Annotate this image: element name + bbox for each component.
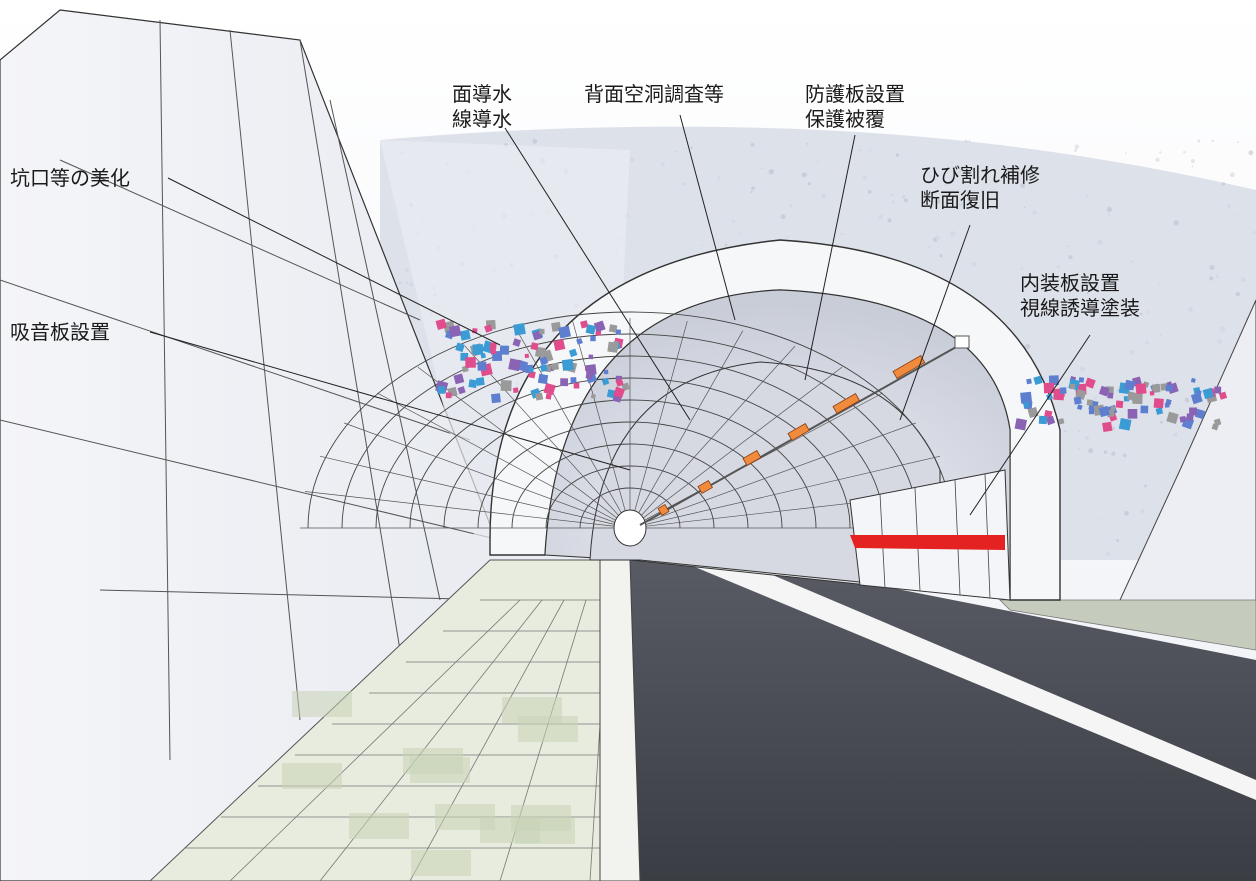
left-sidewalk: [149, 559, 621, 881]
leader-sound-absorb: [149, 331, 631, 471]
ceiling-lamps: [639, 335, 970, 526]
road-surface: [620, 540, 1256, 881]
label-sound-absorb: 吸音板設置: [10, 320, 110, 344]
leader-portal-beautify: [167, 177, 501, 346]
leader-crack: [899, 224, 971, 421]
label-cavity: 背面空洞調査等: [584, 82, 724, 106]
sound-absorbing-panels: [300, 311, 960, 529]
right-sidewalk: [999, 599, 1256, 651]
sidewalk-tiles: [184, 599, 615, 881]
label-drainage: 面導水 線導水: [452, 82, 512, 131]
leader-protect: [804, 134, 856, 381]
leader-interior: [969, 334, 1091, 516]
label-protect: 防護板設置 保護被覆: [805, 82, 905, 131]
portal-mosaic-left: [435, 318, 630, 404]
leader-lines: [149, 114, 1091, 516]
leader-drainage: [504, 127, 691, 421]
portal-mosaic-right: [1014, 375, 1228, 432]
left-wall-joints: [0, 19, 501, 761]
label-portal-beautify: 坑口等の美化: [10, 166, 130, 190]
leader-cavity: [679, 114, 736, 321]
gaze-guidance-stripe: [850, 535, 1005, 550]
tunnel-exit-light: [613, 509, 647, 547]
road-lane-line: [630, 540, 1256, 800]
label-interior: 内装板設置 視線誘導塗装: [1020, 271, 1140, 320]
label-crack: ひび割れ補修 断面復旧: [920, 163, 1040, 212]
